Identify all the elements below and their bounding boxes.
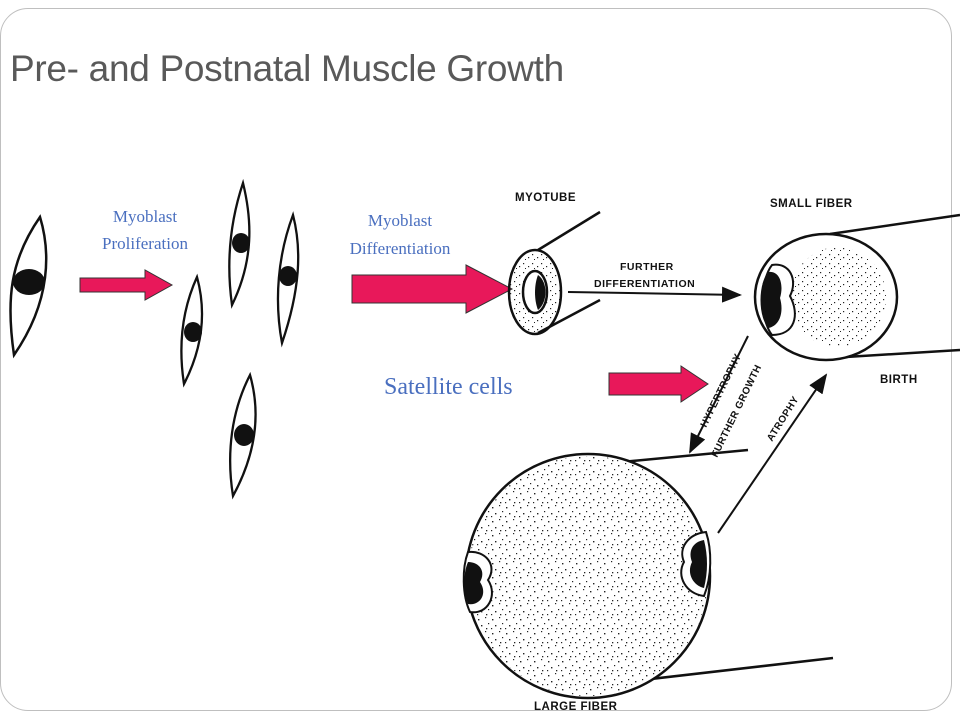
label-myoblast-differentiation-line1: Myoblast <box>367 211 433 230</box>
arrow-further-differentiation <box>567 286 742 303</box>
label-birth: BIRTH <box>880 374 918 386</box>
arrow-hypertrophy <box>689 335 749 454</box>
arrow-proliferation <box>79 269 174 301</box>
label-further-growth: FURTHER GROWTH <box>710 363 764 459</box>
label-myotube: MYOTUBE <box>515 192 576 204</box>
label-myoblast-differentiation: Myoblast Differentiation <box>330 207 470 263</box>
arrow-atrophy <box>717 373 828 534</box>
myoblast-cell-1 <box>228 178 251 309</box>
label-large-fiber: LARGE FIBER <box>534 701 618 713</box>
myotube <box>507 210 601 336</box>
arrow-satellite-cells <box>608 365 709 403</box>
arrow-differentiation <box>351 264 514 314</box>
myoblast-cell-3 <box>180 273 204 388</box>
myoblast-cell-2 <box>276 211 300 348</box>
small-fiber <box>753 213 960 362</box>
page-title: Pre- and Postnatal Muscle Growth <box>10 48 564 89</box>
large-fiber <box>462 448 834 700</box>
label-myoblast-proliferation-line2: Proliferation <box>102 234 188 253</box>
label-satellite-cells: Satellite cells <box>384 374 513 400</box>
label-myoblast-proliferation: Myoblast Proliferation <box>82 203 208 257</box>
label-differentiation: DIFFERENTIATION <box>594 278 695 290</box>
myoblast-cell-4 <box>229 371 257 500</box>
slide-frame <box>0 8 952 711</box>
myoblast-cell-large <box>9 214 48 359</box>
label-myoblast-differentiation-line2: Differentiation <box>349 239 451 258</box>
label-small-fiber: SMALL FIBER <box>770 198 853 210</box>
label-further: FURTHER <box>620 261 674 273</box>
label-myoblast-proliferation-line1: Myoblast <box>112 207 178 226</box>
